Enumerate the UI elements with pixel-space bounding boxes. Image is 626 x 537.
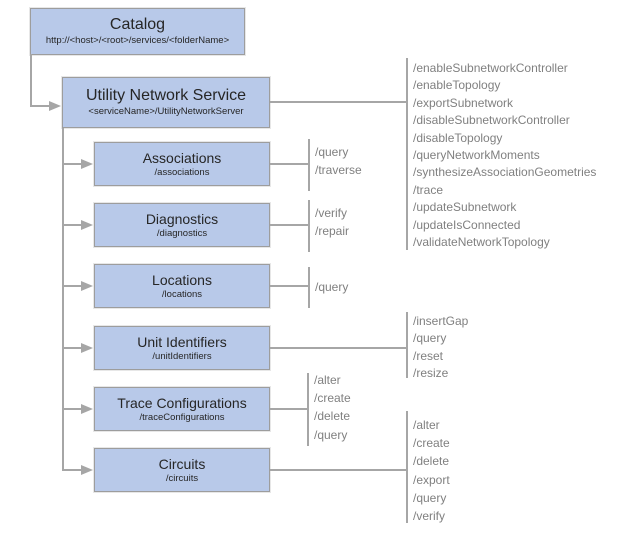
operation-label: /create (314, 391, 351, 406)
node-subtitle: /associations (154, 166, 210, 178)
node-subtitle: /locations (161, 288, 203, 300)
node-circuits: Circuits /circuits (94, 448, 270, 492)
operation-label: /delete (413, 454, 450, 469)
node-title: Locations (152, 271, 212, 288)
operations-divider (406, 411, 408, 523)
operations-list-unit-identifiers: /insertGap/query/reset/resize (413, 313, 468, 383)
connector-line (62, 408, 82, 410)
node-unit-identifiers: Unit Identifiers /unitIdentifiers (94, 326, 270, 370)
connector-line (62, 469, 82, 471)
node-subtitle: <serviceName>/UtilityNetworkServer (88, 106, 244, 117)
operations-list-associations: /query/traverse (315, 143, 362, 179)
node-subtitle: /traceConfigurations (139, 411, 225, 423)
arrowhead-icon (81, 404, 93, 414)
operation-label: /disableTopology (413, 130, 503, 145)
operation-label: /enableSubnetworkController (413, 61, 568, 75)
node-title: Unit Identifiers (137, 333, 227, 350)
operations-list-utility-network-service: /enableSubnetworkController/enableTopolo… (413, 60, 596, 251)
connector-line (270, 285, 308, 287)
operations-divider (308, 200, 310, 252)
connector-line (62, 224, 82, 226)
connector-line (270, 347, 406, 349)
connector-line (270, 101, 406, 103)
node-title: Utility Network Service (85, 87, 247, 104)
node-title: Trace Configurations (117, 394, 247, 411)
operation-label: /updateIsConnected (413, 217, 521, 232)
operation-label: /create (413, 436, 450, 451)
operation-label: /verify (413, 509, 446, 524)
node-title: Circuits (158, 455, 206, 472)
connector-line (30, 54, 32, 107)
operations-divider (308, 267, 310, 308)
arrowhead-icon (81, 281, 93, 291)
operation-label: /trace (413, 182, 444, 197)
operations-list-trace-configurations: /alter/create/delete/query (314, 371, 351, 444)
operations-divider (406, 58, 408, 250)
operation-label: /exportSubnetwork (413, 95, 514, 110)
operation-label: /query (315, 145, 349, 159)
operation-label: /reset (413, 348, 444, 363)
operation-label: /alter (413, 418, 440, 432)
arrowhead-icon (81, 343, 93, 353)
connector-line (62, 285, 82, 287)
operation-label: /enableTopology (413, 78, 501, 93)
connector-line (62, 128, 64, 471)
operations-list-diagnostics: /verify/repair (315, 204, 349, 240)
arrowhead-icon (81, 220, 93, 230)
connector-line (270, 469, 406, 471)
node-title: Associations (142, 149, 222, 166)
operation-label: /queryNetworkMoments (413, 148, 540, 163)
operations-divider (406, 312, 408, 378)
node-subtitle: /diagnostics (156, 227, 208, 239)
operation-label: /export (413, 472, 450, 487)
operation-label: /query (413, 490, 447, 505)
operation-label: /delete (314, 409, 351, 424)
node-title: Catalog (109, 16, 166, 33)
node-trace-configurations: Trace Configurations /traceConfiguration… (94, 387, 270, 431)
connector-line (62, 163, 82, 165)
node-subtitle: /unitIdentifiers (152, 350, 212, 362)
operation-label: /query (315, 280, 349, 294)
operation-label: /insertGap (413, 314, 469, 328)
node-subtitle: /circuits (165, 472, 199, 484)
arrowhead-icon (81, 465, 93, 475)
operation-label: /resize (413, 366, 449, 381)
operations-list-circuits: /alter/create/delete/export/query/verify (413, 416, 450, 525)
operation-label: /verify (315, 206, 348, 220)
operation-label: /traverse (315, 163, 362, 178)
connector-line (62, 347, 82, 349)
node-utility-network-service: Utility Network Service <serviceName>/Ut… (62, 77, 270, 128)
connector-line (270, 163, 308, 165)
arrowhead-icon (49, 101, 61, 111)
operations-divider (307, 373, 309, 446)
node-catalog: Catalog http://<host>/<root>/services/<f… (30, 8, 245, 55)
operations-divider (308, 139, 310, 191)
node-subtitle: http://<host>/<root>/services/<folderNam… (45, 35, 230, 46)
node-associations: Associations /associations (94, 142, 270, 186)
operation-label: /query (314, 427, 348, 442)
operation-label: /repair (315, 224, 350, 239)
connector-line (270, 408, 307, 410)
operation-label: /query (413, 331, 447, 346)
operations-list-locations: /query (315, 278, 348, 296)
arrowhead-icon (81, 159, 93, 169)
node-locations: Locations /locations (94, 264, 270, 308)
operation-label: /synthesizeAssociationGeometries (413, 165, 597, 180)
operation-label: /validateNetworkTopology (413, 235, 550, 250)
connector-line (30, 105, 50, 107)
operation-label: /alter (314, 373, 341, 387)
connector-line (270, 224, 308, 226)
node-title: Diagnostics (145, 210, 219, 227)
operation-label: /disableSubnetworkController (413, 113, 570, 128)
operation-label: /updateSubnetwork (413, 200, 517, 215)
node-diagnostics: Diagnostics /diagnostics (94, 203, 270, 247)
